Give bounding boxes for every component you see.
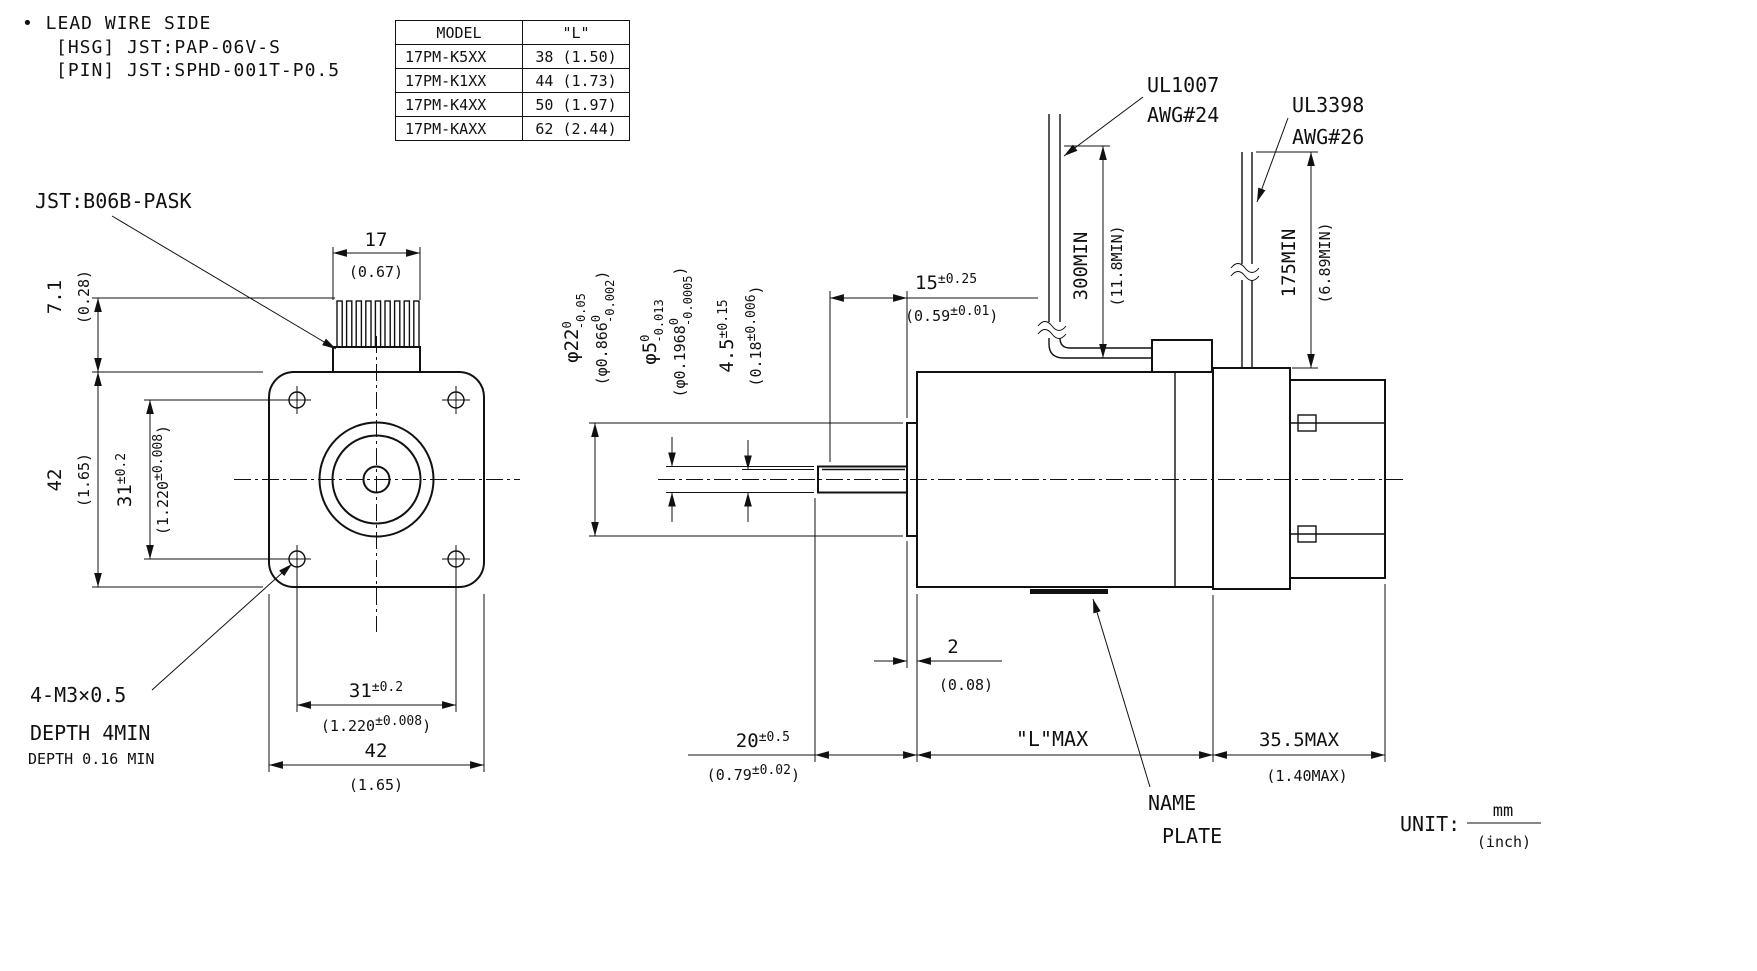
table-row: 17PM-K5XX 38 (1.50) <box>395 44 630 69</box>
screw-spec-label: 4-M3×0.5 <box>30 683 126 707</box>
rear-housing <box>1212 367 1291 590</box>
name-plate-label-line2: PLATE <box>1162 824 1222 848</box>
dim-flat-mm: 4.5±0.15 <box>716 299 738 372</box>
dim-wire2-length-in: (6.89MIN) <box>1316 222 1334 303</box>
length-cell: 44 (1.73) <box>522 68 630 93</box>
model-length-table: MODEL "L" 17PM-K5XX 38 (1.50) 17PM-K1XX … <box>395 20 630 141</box>
lead-wire-side-note: • LEAD WIRE SIDE <box>22 13 212 34</box>
dim-shaft-dia-mm: φ50-0.013 <box>638 299 666 364</box>
hsg-connector-note: [HSG] JST:PAP-06V-S <box>56 37 281 58</box>
dim-shaft-length-in: (0.79±0.02) <box>707 763 800 784</box>
length-cell: 62 (2.44) <box>522 116 630 141</box>
leader-line-wire2 <box>1256 117 1289 203</box>
dim-boss-dia-mm: φ220-0.05 <box>560 293 588 363</box>
dim-body-width-mm: 42 <box>365 740 388 762</box>
screw-depth-inch-label: DEPTH 0.16 MIN <box>28 750 154 768</box>
model-cell: 17PM-KAXX <box>395 116 523 141</box>
wire-break-symbol <box>1037 321 1067 339</box>
dim-boss-height-mm: 2 <box>947 636 958 658</box>
dim-body-height-in: (1.65) <box>75 453 93 507</box>
wire2-spec-label: UL3398 <box>1292 93 1364 117</box>
dim-connector-width-in: (0.67) <box>349 263 403 281</box>
rear-block-detail <box>1297 414 1317 432</box>
dim-connector-height-in: (0.28) <box>75 270 93 324</box>
dim-body-length-max: "L"MAX <box>1016 727 1088 751</box>
dim-wire1-length-mm: 300MIN <box>1070 232 1092 301</box>
dim-flat-in: (0.18±0.006) <box>744 285 765 386</box>
table-row: 17PM-K4XX 50 (1.97) <box>395 92 630 117</box>
dim-flat-length-mm: 15±0.25 <box>915 272 977 294</box>
wire-break-symbol <box>1230 263 1260 281</box>
un servicesit-block: UNIT: mm (inch) <box>1400 801 1541 851</box>
leader-line-wire1 <box>1063 96 1144 157</box>
connector-part-label: JST:B06B-PASK <box>35 189 192 213</box>
front-view <box>234 300 520 632</box>
side-view <box>658 114 1405 594</box>
screw-depth-label: DEPTH 4MIN <box>30 721 150 745</box>
connector-pins <box>336 300 420 348</box>
unit-label: UNIT: <box>1400 812 1460 836</box>
dim-connector-height-mm: 7.1 <box>44 280 66 314</box>
dim-hole-pitch-v-mm: 31±0.2 <box>114 453 136 507</box>
dim-shaft-length-mm: 20±0.5 <box>736 730 790 752</box>
pin-connector-note: [PIN] JST:SPHD-001T-P0.5 <box>56 60 341 81</box>
wire2-gauge-label: AWG#26 <box>1292 125 1364 149</box>
leader-line-name-plate <box>1092 598 1151 788</box>
dim-hole-pitch-v-in: (1.220±0.008) <box>151 425 172 535</box>
lead-wire-1 <box>1037 114 1152 359</box>
table-header-row: MODEL "L" <box>395 20 630 45</box>
dim-wire1-length-in: (11.8MIN) <box>1108 225 1126 306</box>
lead-wire-exit-box <box>1151 339 1213 373</box>
length-cell: 38 (1.50) <box>522 44 630 69</box>
model-cell: 17PM-K1XX <box>395 68 523 93</box>
pilot-boss-circle <box>318 421 435 538</box>
unit-mm: mm <box>1493 801 1513 821</box>
dim-body-height-mm: 42 <box>44 469 66 492</box>
dim-boss-height-in: (0.08) <box>939 676 993 694</box>
dim-wire2-length-mm: 175MIN <box>1278 229 1300 298</box>
front-dimensions: 17 (0.67) 7.1 (0.28) 42 (1.65) 31±0.2 (1… <box>28 189 485 794</box>
length-cell: 50 (1.97) <box>522 92 630 117</box>
name-plate <box>1030 589 1108 594</box>
dim-rear-length-mm: 35.5MAX <box>1259 729 1340 751</box>
dim-shaft-dia-in: (φ0.19680-0.0005) <box>667 266 695 397</box>
table-row: 17PM-KAXX 62 (2.44) <box>395 116 630 141</box>
shaft-circle <box>362 465 391 494</box>
table-row: 17PM-K1XX 44 (1.73) <box>395 68 630 93</box>
name-plate-label-line1: NAME <box>1148 791 1196 815</box>
dim-hole-pitch-h-in: (1.220±0.008) <box>321 714 431 735</box>
lead-wire-2 <box>1230 152 1260 368</box>
dim-flat-length-in: (0.59±0.01) <box>905 304 998 325</box>
dim-connector-width-mm: 17 <box>365 229 388 251</box>
side-dimensions: φ220-0.05 (φ0.8660-0.002) φ50-0.013 (φ0.… <box>560 73 1386 848</box>
leader-line-screw <box>151 563 293 691</box>
bearing-boss-circle <box>331 434 422 525</box>
wire1-spec-label: UL1007 <box>1147 73 1219 97</box>
unit-inch: (inch) <box>1477 833 1531 851</box>
dim-rear-length-in: (1.40MAX) <box>1266 767 1347 785</box>
dim-boss-dia-in: (φ0.8660-0.002) <box>589 271 617 386</box>
dim-body-width-in: (1.65) <box>349 776 403 794</box>
rear-connector-block <box>1289 379 1386 579</box>
wire1-gauge-label: AWG#24 <box>1147 103 1219 127</box>
dim-hole-pitch-h-mm: 31±0.2 <box>349 680 403 702</box>
length-column-header: "L" <box>522 20 630 45</box>
leader-line-connector <box>111 215 337 350</box>
rear-block-detail <box>1297 525 1317 543</box>
